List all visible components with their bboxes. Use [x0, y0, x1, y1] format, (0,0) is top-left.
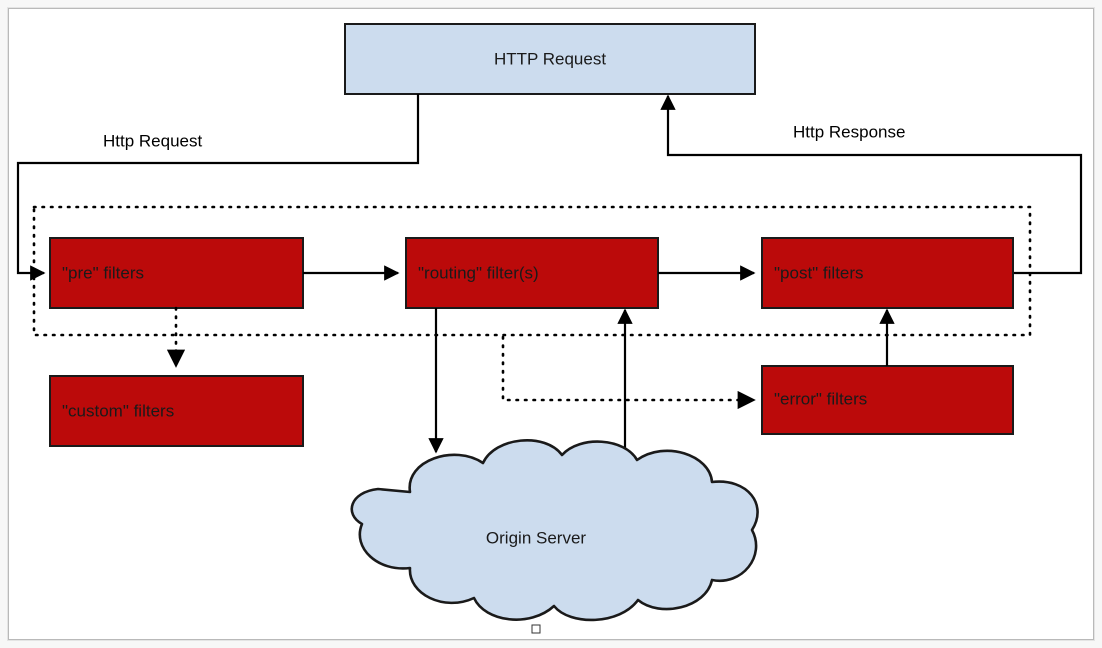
pre-filters-label: "pre" filters: [62, 263, 144, 282]
http-request-box[interactable]: HTTP Request: [344, 23, 756, 95]
error-filters-node[interactable]: "error" filters: [761, 365, 1014, 435]
error-filters-rect: [761, 365, 1014, 435]
custom-filters-rect: [49, 375, 304, 447]
pre-filters-node[interactable]: "pre" filters: [49, 237, 304, 309]
routing-filters-rect: [405, 237, 659, 309]
custom-filters-label: "custom" filters: [62, 401, 174, 420]
origin-server-label: Origin Server: [486, 528, 586, 547]
origin-server-node[interactable]: Origin Server: [350, 439, 759, 634]
edge-post-to-http-request: [660, 94, 1083, 275]
http-request-box-rect: [344, 23, 756, 95]
pre-filters-rect: [49, 237, 304, 309]
edge-label-http-request: Http Request: [103, 131, 202, 150]
routing-filters-label: "routing" filter(s): [418, 263, 539, 282]
post-filters-label: "post" filters: [774, 263, 864, 282]
http-request-box-label: HTTP Request: [494, 49, 606, 68]
routing-filters-node[interactable]: "routing" filter(s): [405, 237, 659, 309]
custom-filters-node[interactable]: "custom" filters: [49, 375, 304, 447]
selection-handle[interactable]: [531, 624, 541, 634]
origin-server-cloud-shape: [350, 439, 759, 622]
post-filters-rect: [761, 237, 1014, 309]
post-filters-node[interactable]: "post" filters: [761, 237, 1014, 309]
filter-pipeline-container: [32, 205, 1032, 337]
error-filters-label: "error" filters: [774, 389, 867, 408]
edge-pipeline-to-error: [501, 335, 756, 410]
edge-label-http-response: Http Response: [793, 122, 905, 141]
edge-http-request-to-pre: [16, 94, 420, 281]
